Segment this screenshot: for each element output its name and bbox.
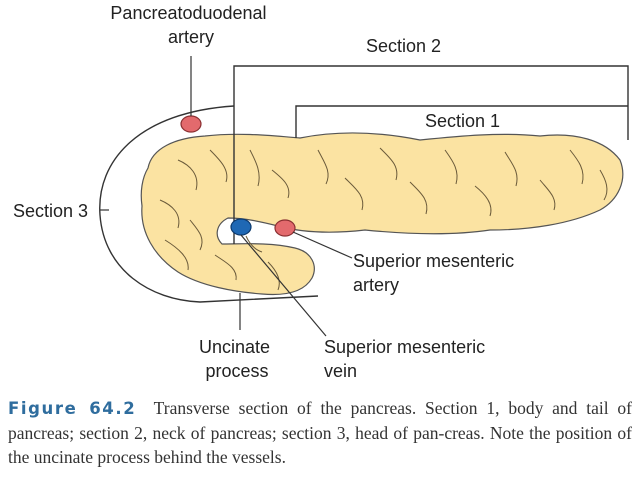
section-1-label: Section 1 [425,111,500,131]
pancreas-shape [140,132,624,296]
uncinate-process-label: Uncinate process [199,337,275,381]
lobulation-lines [159,147,608,291]
section-3-label: Section 3 [13,201,88,221]
figure-number: Figure 64.2 [8,399,137,418]
figure-caption: Figure 64.2 Transverse section of the pa… [8,396,632,469]
section-1-bracket [295,105,628,138]
superior-mesenteric-vein-vessel [230,218,252,236]
superior-mesenteric-artery-label: Superior mesenteric artery [353,251,519,295]
leader-lines [100,56,353,337]
section-2-label: Section 2 [366,36,441,56]
caption-text: Transverse section of the pancreas. Sect… [8,398,633,467]
duodenum-outline [99,105,319,303]
pancreatoduodenal-artery-vessel [180,115,202,133]
pancreas-diagram: Pancreatoduodenal artery Section 2 Secti… [13,3,629,381]
superior-mesenteric-artery-vessel [274,219,296,237]
pancreatoduodenal-artery-label: Pancreatoduodenal artery [110,3,271,47]
superior-mesenteric-vein-label: Superior mesenteric vein [324,337,490,381]
section-2-bracket [233,65,629,244]
